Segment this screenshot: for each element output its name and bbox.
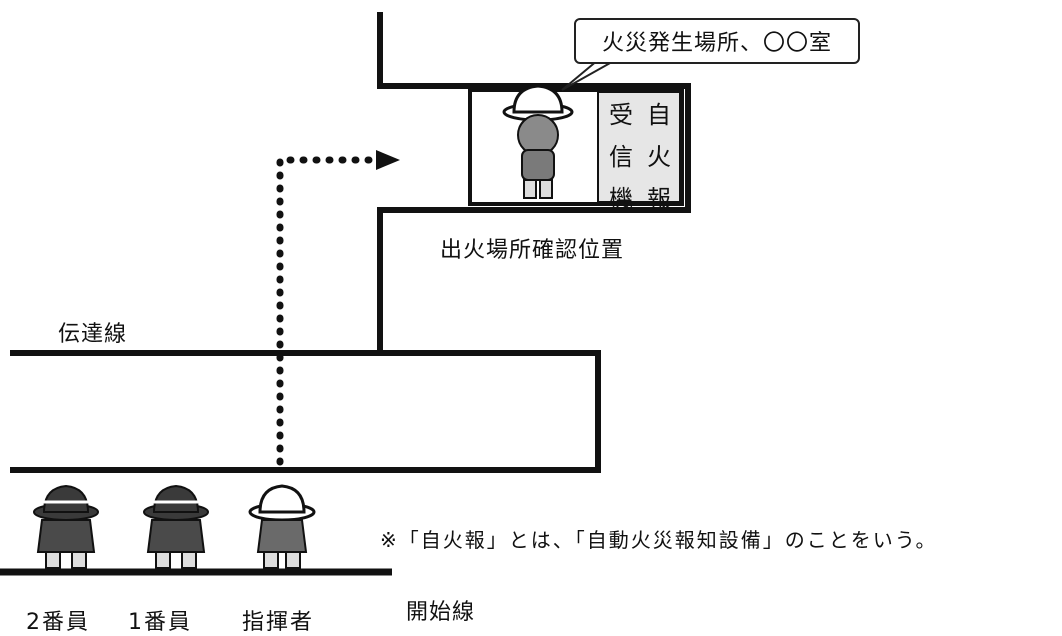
panel-char: 信 (609, 143, 633, 171)
member-1-label: 1番員 (128, 610, 192, 635)
speech-bubble: 火災発生場所、〇〇室 (574, 18, 860, 64)
confirm-position-label: 出火場所確認位置 (440, 238, 625, 263)
panel-column-2: 自 火 報 (644, 94, 674, 220)
commander-figure (248, 484, 316, 569)
building-wall (377, 12, 691, 350)
panel-char: 機 (609, 185, 633, 213)
member-1-figure (143, 484, 209, 569)
member-2-figure (33, 484, 99, 569)
panel-char: 報 (647, 185, 671, 213)
panel-char: 受 (609, 101, 633, 129)
fire-alarm-panel (597, 91, 681, 203)
dotted-route (276, 150, 400, 466)
route-arrowhead (376, 150, 400, 170)
member-2-label: 2番員 (26, 610, 90, 635)
panel-char: 自 (647, 101, 671, 129)
commander-label: 指揮者 (242, 610, 315, 635)
panel-char: 火 (647, 143, 671, 171)
confirm-room (468, 88, 684, 206)
panel-column-1: 受 信 機 (606, 94, 636, 220)
relay-line-corridor (10, 350, 601, 473)
relay-line-label: 伝達線 (58, 322, 128, 347)
note-text: ※「自火報」とは、「自動火災報知設備」のことをいう。 (380, 528, 938, 552)
reporter-figure (502, 84, 574, 199)
start-line-label: 開始線 (406, 600, 476, 625)
